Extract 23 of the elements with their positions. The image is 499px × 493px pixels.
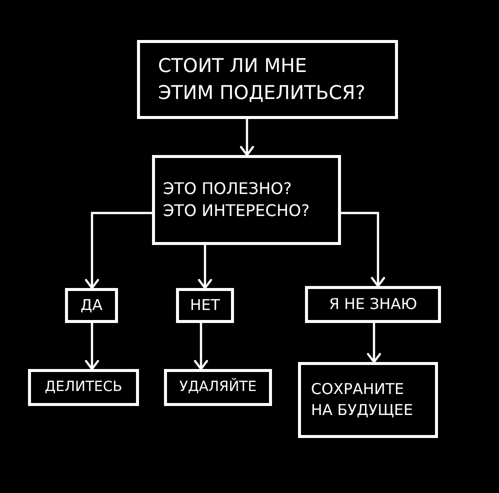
node-text: ДА (80, 295, 102, 316)
arrow (240, 118, 254, 156)
node-text: СОХРАНИТЕ НА БУДУЩЕЕ (311, 379, 414, 421)
node-text: ЭТО ПОЛЕЗНО? ЭТО ИНТЕРЕСНО? (163, 178, 311, 222)
node-text: НЕТ (190, 295, 220, 316)
option-box (176, 288, 234, 323)
node-text: ДЕЛИТЕСЬ (44, 378, 122, 397)
arrow (194, 322, 208, 370)
arrow (84, 212, 154, 290)
node-text: УДАЛЯЙТЕ (179, 378, 257, 397)
node-text: СТОИТ ЛИ МНЕ ЭТИМ ПОДЕЛИТЬСЯ? (158, 54, 366, 106)
arrow (84, 322, 100, 370)
action-box (164, 369, 272, 406)
arrow (366, 322, 382, 364)
arrow (340, 212, 386, 288)
node-text: Я НЕ ЗНАЮ (328, 294, 418, 315)
option-box (65, 288, 118, 323)
question-box (137, 40, 398, 119)
arrow (198, 244, 212, 290)
action-box (298, 362, 438, 438)
option-box (305, 286, 441, 323)
question-box (152, 155, 341, 245)
action-box (28, 369, 139, 406)
